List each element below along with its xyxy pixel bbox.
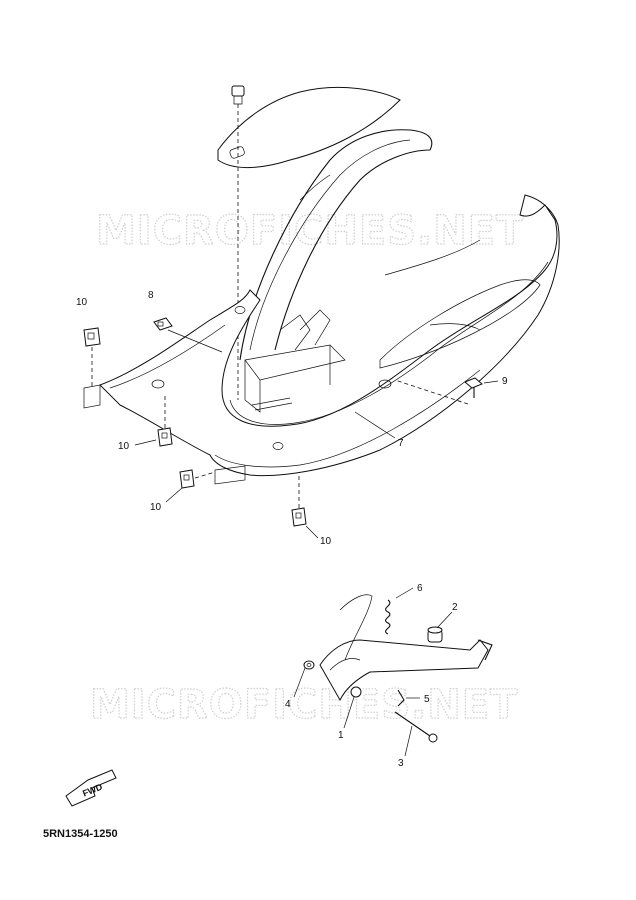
footrest-body-part-7 [83,85,560,485]
fwd-arrow-icon: FWD [65,769,117,807]
watermark-top: MICROFICHES.NET [96,208,524,254]
callout-4: 4 [285,699,291,710]
pin-part-5 [397,689,420,707]
washer-part-4 [293,660,315,698]
clip-part-10-a [83,327,101,388]
stand-assembly [293,587,493,757]
callout-6: 6 [417,583,423,594]
pivot-part-1 [343,686,362,729]
clip-part-10-b [134,396,173,447]
callout-1: 1 [338,730,344,741]
bolt-icon [231,85,245,105]
clip-part-10-d [291,472,319,539]
diagram-code: 5RN1354-1250 [43,828,118,840]
callout-9: 9 [502,376,508,387]
callout-8: 8 [148,290,154,301]
callout-10-c: 10 [150,502,162,513]
callout-10-d: 10 [320,536,332,547]
callout-10-a: 10 [76,297,88,308]
spring-part-6 [385,587,414,635]
callout-7: 7 [398,438,404,449]
callout-2: 2 [452,602,458,613]
bolt-part-9 [394,377,499,405]
nut-part-8 [153,317,223,353]
clip-part-10-c [165,469,216,503]
shaft-part-3 [394,711,438,757]
cap-part-2 [427,611,453,643]
watermark-bottom: MICROFICHES.NET [90,682,518,728]
callout-10-b: 10 [118,441,130,452]
callout-3: 3 [398,758,404,769]
callout-5: 5 [424,694,430,705]
